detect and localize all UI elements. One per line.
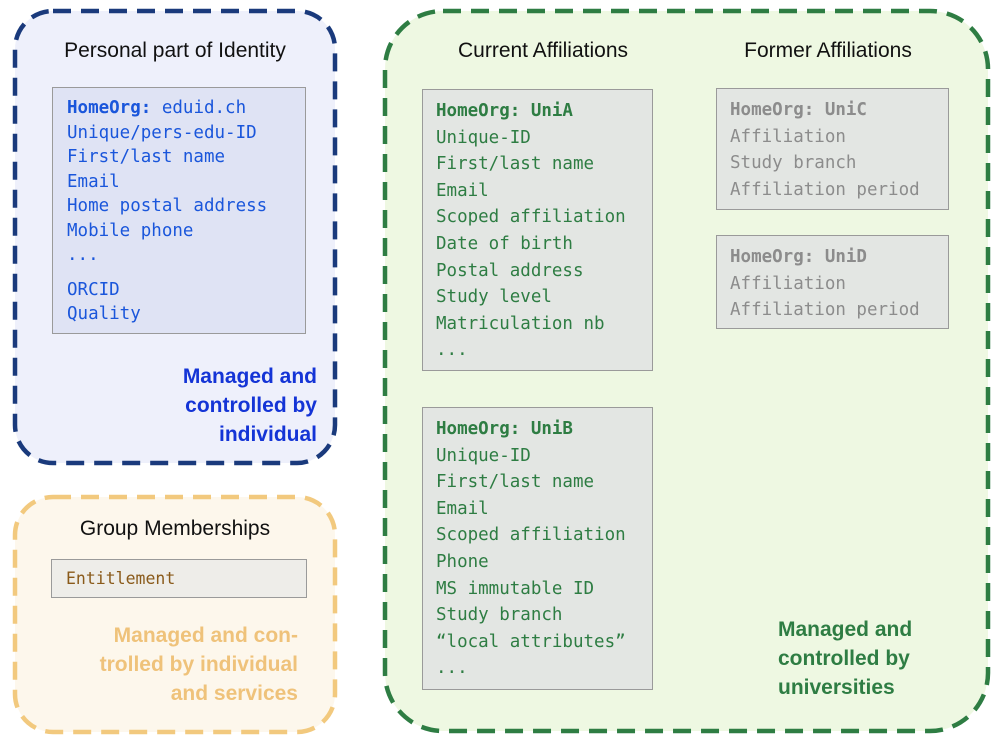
personal-attribute-quality: Quality (67, 304, 141, 324)
university-note-line: Managed and (778, 618, 913, 641)
unic-attributes-box: HomeOrg: UniC Affiliation Study branch A… (716, 88, 949, 210)
unia-attribute: Matriculation nb (436, 313, 605, 334)
unia-attribute: Unique-ID (436, 127, 531, 148)
unia-attributes-box: HomeOrg: UniA Unique-ID First/last name … (422, 89, 653, 371)
unib-attribute: “local attributes” (436, 631, 626, 652)
personal-attribute: Email (67, 171, 120, 192)
university-note-line: controlled by (778, 647, 910, 670)
unic-attribute: Affiliation period (730, 179, 920, 200)
group-region-border (12, 494, 338, 735)
unib-attribute: Phone (436, 551, 489, 572)
university-region: Current Affiliations Former Affiliations… (385, 11, 988, 731)
unib-attribute: Study branch (436, 605, 563, 626)
personal-note-line: individual (218, 423, 317, 446)
entitlement-box: Entitlement (51, 559, 307, 598)
personal-managed-note: Managed and controlled by individual (183, 362, 317, 449)
former-affiliations-title: Former Affiliations (744, 39, 912, 62)
unib-attribute: ... (436, 658, 468, 679)
unid-homeorg: HomeOrg: UniD (730, 247, 867, 267)
personal-note-line: controlled by (185, 394, 317, 417)
personal-homeorg-line: HomeOrg: eduid.ch (67, 96, 305, 121)
unia-attribute: Study level (436, 287, 552, 308)
personal-attribute: First/last name (67, 147, 226, 167)
group-note-line: trolled by individual (99, 653, 298, 676)
group-note-line: and services (170, 682, 298, 705)
group-region-title: Group Memberships (79, 517, 271, 540)
unia-attribute: Email (436, 180, 489, 201)
entitlement-label: Entitlement (66, 569, 176, 588)
unib-attribute: Scoped affiliation (436, 525, 626, 546)
unib-homeorg: HomeOrg: UniB (436, 419, 573, 439)
group-memberships-region: Group Memberships Entitlement Managed an… (15, 497, 335, 732)
personal-attribute: Mobile phone (67, 220, 194, 241)
unic-homeorg: HomeOrg: UniC (730, 100, 867, 120)
personal-homeorg-value: eduid.ch (161, 98, 247, 118)
personal-identity-region: Personal part of Identity HomeOrg: eduid… (15, 11, 335, 463)
personal-attributes-box: HomeOrg: eduid.ch Unique/pers-edu-ID Fir… (52, 87, 306, 334)
unic-attribute: Affiliation (730, 126, 846, 147)
unia-attribute: Date of birth (436, 233, 573, 254)
personal-homeorg-label: HomeOrg: (67, 98, 152, 118)
group-note-line: Managed and con- (113, 624, 298, 647)
unid-attribute: Affiliation (730, 273, 846, 294)
personal-region-title: Personal part of Identity (64, 39, 286, 62)
unia-attribute: Postal address (436, 260, 584, 281)
current-affiliations-title: Current Affiliations (457, 39, 629, 62)
unib-attribute: Email (436, 498, 489, 519)
unib-attribute: MS immutable ID (436, 578, 595, 599)
personal-note-line: Managed and (182, 365, 317, 388)
unib-attribute: First/last name (436, 472, 595, 493)
university-note-line: universities (778, 676, 895, 699)
personal-attribute: Home postal address (67, 196, 268, 216)
group-managed-note: Managed and con- trolled by individual a… (100, 621, 298, 708)
unia-homeorg: HomeOrg: UniA (436, 101, 573, 121)
unia-attribute: Scoped affiliation (436, 207, 626, 228)
unid-attributes-box: HomeOrg: UniD Affiliation Affiliation pe… (716, 235, 949, 329)
personal-attribute-orcid: ORCID (67, 279, 120, 300)
university-managed-note: Managed and controlled by universities (778, 615, 912, 702)
personal-attribute: ... (67, 245, 99, 265)
unib-attribute: Unique-ID (436, 445, 531, 466)
unia-attribute: ... (436, 340, 468, 361)
unid-attribute: Affiliation period (730, 300, 920, 321)
unia-attribute: First/last name (436, 154, 595, 175)
personal-attribute: Unique/pers-edu-ID (67, 122, 257, 143)
unic-attribute: Study branch (730, 153, 857, 174)
unib-attributes-box: HomeOrg: UniB Unique-ID First/last name … (422, 407, 653, 690)
